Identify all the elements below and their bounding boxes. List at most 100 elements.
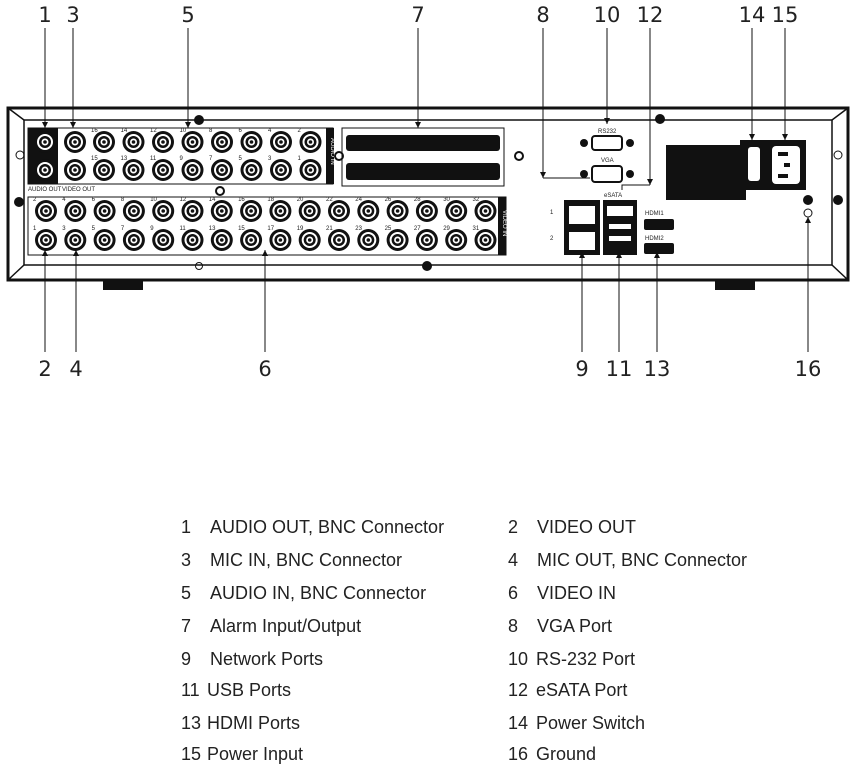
callout-number: 13 (644, 357, 671, 381)
video-in-bnc[interactable]: 12 (180, 197, 204, 222)
svg-text:HDMI1: HDMI1 (645, 211, 664, 217)
power-input[interactable] (766, 140, 806, 190)
callout-8: 8 (536, 3, 550, 178)
video-in-bnc[interactable]: 5 (92, 226, 116, 251)
audio-in-bnc[interactable]: 2 (298, 128, 322, 153)
audio-in-bnc[interactable]: 3 (268, 156, 292, 181)
video-out-bnc[interactable] (34, 159, 56, 181)
network-ports[interactable]: 1 2 (550, 200, 600, 255)
video-in-bnc[interactable]: 2 (33, 197, 57, 222)
video-in-bnc[interactable]: 24 (355, 197, 380, 222)
video-in-bnc[interactable]: 6 (92, 197, 116, 222)
audio-in-label: AUDIO IN (329, 138, 335, 165)
audio-in-bnc[interactable]: 7 (209, 156, 233, 181)
svg-text:RS232: RS232 (598, 129, 617, 135)
vga-port[interactable]: VGA (580, 158, 634, 183)
callout-number: 3 (66, 3, 79, 27)
hdmi-ports[interactable]: HDMI1 HDMI2 (644, 211, 674, 254)
callout-12: 12 (637, 3, 664, 185)
audio-in-bnc[interactable]: 6 (239, 128, 263, 153)
video-in-bnc[interactable]: 9 (150, 226, 175, 251)
legend-text: Alarm Input/Output (210, 616, 362, 636)
legend-text: AUDIO IN, BNC Connector (210, 583, 427, 603)
bnc-number: 18 (267, 197, 274, 203)
video-in-bnc[interactable]: 31 (473, 226, 497, 251)
video-in-bnc[interactable]: 29 (443, 226, 468, 251)
callout-16: 16 (795, 217, 821, 381)
video-in-bnc[interactable]: 13 (209, 226, 233, 251)
video-in-bnc[interactable]: 8 (121, 197, 145, 222)
audio-in-bnc[interactable]: 14 (121, 128, 145, 153)
bnc-number: 10 (180, 128, 187, 134)
mic-in-bnc[interactable] (64, 131, 86, 153)
video-in-bnc[interactable]: 19 (297, 226, 321, 251)
audio-in-bnc[interactable]: 9 (180, 156, 204, 181)
video-in-bnc[interactable]: 32 (473, 197, 497, 222)
audio-in-bnc[interactable]: 12 (150, 128, 174, 153)
audio-out-bnc[interactable] (34, 131, 56, 153)
audio-in-bnc[interactable]: 4 (268, 128, 292, 153)
legend-number: 11 (181, 680, 200, 700)
video-in-bnc[interactable]: 27 (414, 226, 438, 251)
legend-text: Power Switch (536, 713, 646, 733)
audio-in-bnc[interactable]: 1 (298, 156, 322, 181)
callout-number: 11 (606, 357, 633, 381)
video-in-bnc[interactable]: 1 (33, 226, 57, 251)
rs232-port[interactable]: RS232 (580, 129, 634, 151)
video-in-bnc[interactable]: 3 (62, 226, 87, 251)
callout-number: 12 (637, 3, 664, 27)
legend-text: Power Input (207, 744, 304, 764)
video-in-bnc[interactable]: 21 (326, 226, 350, 251)
legend-text: RS-232 Port (536, 649, 636, 669)
audio-in-bnc[interactable]: 13 (121, 156, 145, 181)
video-in-bnc[interactable]: 4 (62, 197, 87, 222)
video-in-bnc[interactable]: 18 (267, 197, 292, 222)
legend-text: HDMI Ports (207, 713, 301, 733)
video-in-bnc[interactable]: 16 (238, 197, 263, 222)
bnc-number: 27 (414, 226, 421, 232)
ground-terminal[interactable] (803, 195, 813, 218)
legend-number: 8 (508, 616, 519, 636)
video-in-bnc[interactable]: 22 (326, 197, 350, 222)
video-in-bnc[interactable]: 17 (267, 226, 292, 251)
video-in-bnc[interactable]: 28 (414, 197, 438, 222)
audio-in-bnc[interactable]: 8 (209, 128, 233, 153)
audio-in-bnc[interactable]: 15 (91, 156, 115, 181)
video-in-bnc[interactable]: 11 (180, 226, 204, 251)
callout-7: 7 (411, 3, 425, 128)
legend-number: 13 (181, 713, 202, 733)
alarm-io-terminal[interactable] (341, 127, 505, 187)
audio-in-bnc[interactable]: 16 (91, 128, 115, 153)
video-in-bnc[interactable]: 25 (385, 226, 409, 251)
bnc-number: 10 (150, 197, 157, 203)
video-in-bnc[interactable]: 26 (385, 197, 409, 222)
video-in-bnc[interactable]: 23 (355, 226, 380, 251)
audio-in-bnc[interactable]: 10 (180, 128, 204, 153)
video-in-bnc[interactable]: 7 (121, 226, 145, 251)
callout-number: 14 (739, 3, 766, 27)
bnc-number: 9 (150, 226, 154, 232)
mic-out-bnc[interactable] (64, 159, 86, 181)
callout-number: 15 (772, 3, 799, 27)
legend-number: 15 (181, 744, 202, 764)
power-switch[interactable] (740, 140, 768, 190)
esata-usb-ports[interactable]: eSATA (603, 193, 637, 255)
bnc-number: 11 (180, 226, 187, 232)
video-in-bnc[interactable]: 30 (443, 197, 468, 222)
video-in-bnc[interactable]: 14 (209, 197, 233, 222)
bnc-number: 8 (121, 197, 125, 203)
bnc-number: 5 (239, 156, 243, 162)
video-in-bnc[interactable]: 10 (150, 197, 175, 222)
video-in-bnc[interactable]: 20 (297, 197, 321, 222)
audio-in-bnc[interactable]: 5 (239, 156, 263, 181)
audio-in-bnc[interactable]: 11 (150, 156, 174, 181)
legend-number: 2 (508, 517, 519, 537)
video-in-bnc[interactable]: 15 (238, 226, 263, 251)
